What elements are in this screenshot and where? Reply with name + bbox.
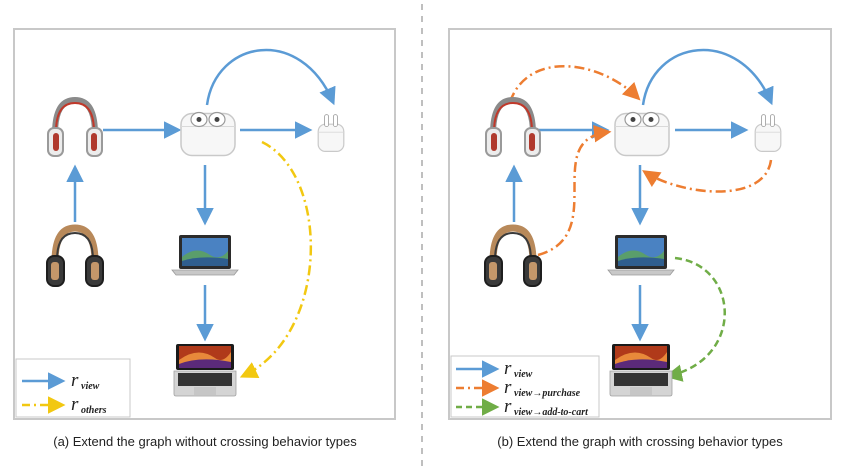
legend-frame (450, 355, 600, 418)
legend-subscript: view→add-to-cart (514, 407, 589, 418)
edge-addtocart-macbookair-to-macbookpro (664, 256, 726, 382)
legend-symbol: r (71, 370, 79, 391)
legend-symbol: r (504, 396, 512, 417)
macbook-air-icon (607, 234, 675, 276)
legend-subscript: view (514, 369, 533, 380)
legend-subscript: others (81, 405, 107, 416)
panel-a-caption: (a) Extend the graph without crossing be… (53, 434, 357, 449)
legend-subscript: view→purchase (514, 388, 581, 399)
airpods-pro-case-icon (614, 111, 670, 157)
panel-b: r view r view→purchase r view→add-to-car… (448, 28, 832, 449)
panel-b-legend: r view r view→purchase r view→add-to-car… (450, 355, 600, 418)
legend-symbol: r (71, 394, 79, 415)
macbook-pro-icon (173, 343, 237, 397)
edge-purchase-brown-headphones-to-airpodspro (537, 124, 612, 257)
macbook-air-icon (171, 234, 239, 276)
macbook-pro-icon (609, 343, 673, 397)
edge-view-airpodspro-arc-to-airpods (641, 48, 774, 106)
panel-a-edges (66, 48, 336, 378)
edge-purchase-airpods-to-airpodspro (642, 159, 773, 193)
legend-subscript: view (81, 381, 100, 392)
panel-a: r view r others (a) Extend the graph wit… (13, 28, 396, 449)
panel-a-legend: r view r others (15, 358, 131, 418)
panel-b-edges (505, 48, 774, 382)
legend-symbol: r (504, 377, 512, 398)
airpods-pro-case-icon (180, 111, 236, 157)
edge-view-airpodspro-arc-to-airpods (205, 48, 336, 106)
legend-symbol: r (504, 358, 512, 379)
panel-b-caption: (b) Extend the graph with crossing behav… (497, 434, 783, 449)
legend-frame (15, 358, 131, 418)
